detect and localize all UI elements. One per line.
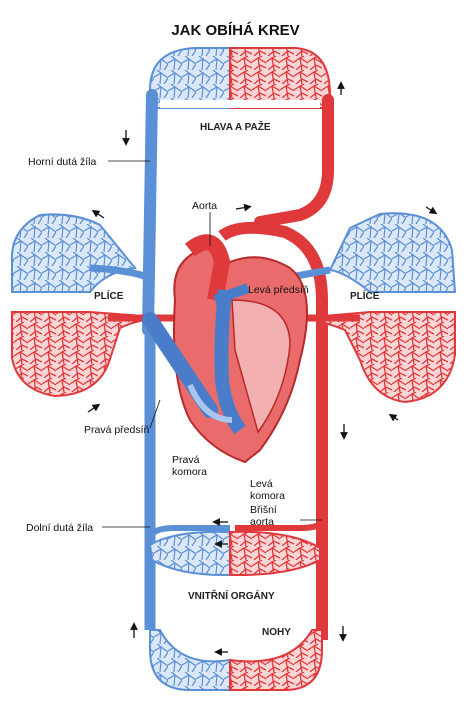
label-abdominal-aorta: Břišní aorta (250, 504, 277, 528)
region-lungs-left: PLÍCE (94, 291, 124, 302)
label-aorta: Aorta (192, 200, 218, 212)
venous-circuit (142, 89, 230, 630)
heart (142, 234, 309, 464)
page-title: JAK OBÍHÁ KREV (171, 22, 300, 39)
region-lungs-right: PLÍCE (350, 291, 380, 302)
left-lung (10, 213, 200, 398)
arterial-circuit (218, 94, 334, 640)
region-head: HLAVA A PAŽE (200, 122, 271, 133)
flow-arrow-icon (87, 81, 438, 656)
head-capillaries (148, 47, 331, 109)
label-inferior-vena-cava: Dolní dutá žíla (26, 522, 94, 534)
label-left-ventricle: Levá komora (250, 478, 286, 502)
legs-capillaries (149, 629, 323, 691)
label-right-ventricle: Pravá komora (172, 454, 208, 478)
label-right-atrium: Pravá předsíň (84, 424, 150, 436)
label-left-atrium: Levá předsíň (248, 284, 309, 296)
label-superior-vena-cava: Horní dutá žíla (28, 156, 97, 168)
label-pointers (102, 160, 322, 528)
region-organs: VNITŘNÍ ORGÁNY (188, 591, 275, 602)
region-legs: NOHY (262, 627, 291, 638)
organs-capillaries (148, 530, 321, 577)
